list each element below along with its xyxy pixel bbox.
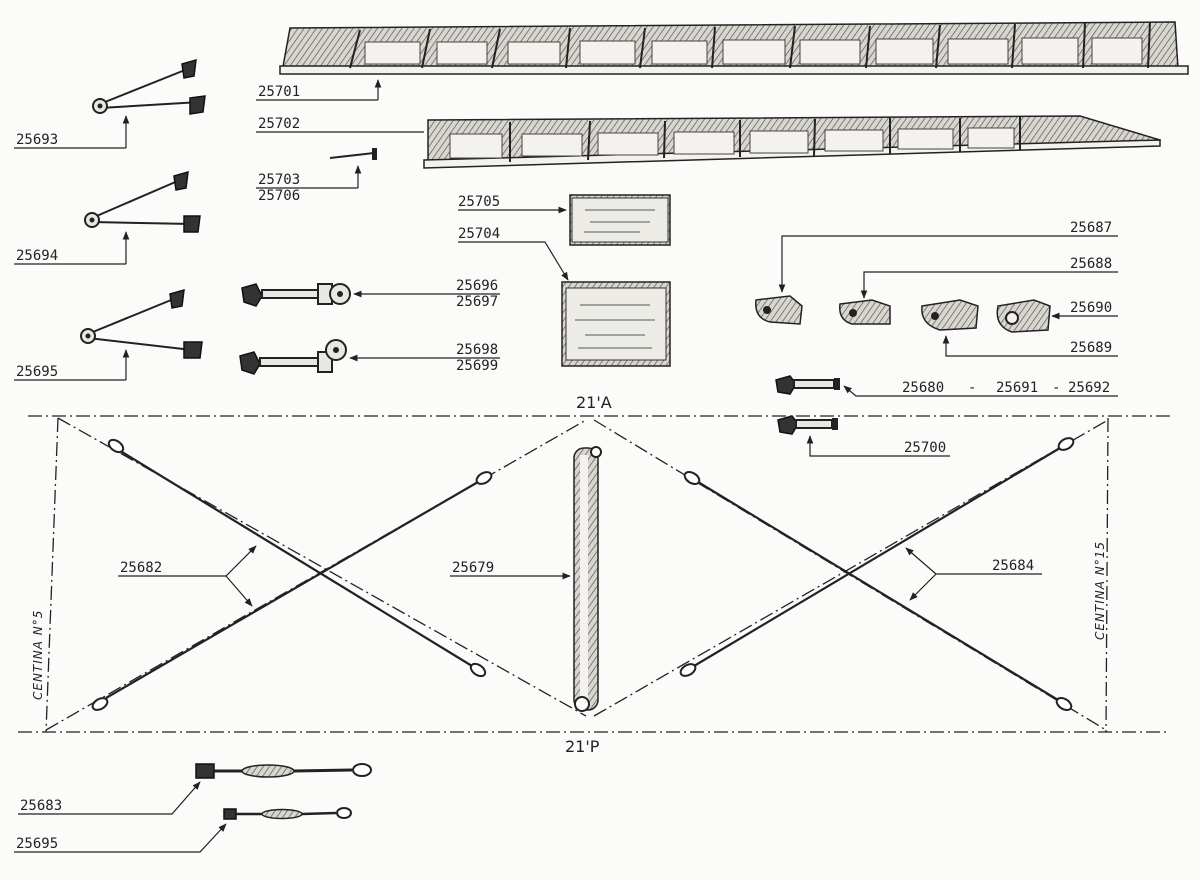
centina-label-right: CENTINA N°15	[1093, 541, 1107, 640]
label-25699: 25699	[456, 358, 498, 374]
bracket-25695	[80, 288, 203, 359]
clevis-25689	[921, 299, 979, 331]
label-25694: 25694	[16, 248, 58, 264]
label-25684: 25684	[992, 558, 1034, 574]
label-25692: 25692	[1068, 380, 1110, 396]
label-25690: 25690	[1070, 300, 1112, 316]
spar-25702	[423, 115, 1162, 169]
label-25697: 25697	[456, 294, 498, 310]
label-25695-turnbuckle: 25695	[16, 836, 58, 852]
label-25706: 25706	[258, 188, 300, 204]
turnbuckle-25695	[223, 807, 352, 820]
clevis-25690	[996, 299, 1051, 333]
label-25693: 25693	[16, 132, 58, 148]
plate-25705	[569, 194, 671, 246]
label-25698: 25698	[456, 342, 498, 358]
cross-wires-25684	[679, 437, 1075, 711]
label-25704: 25704	[458, 226, 500, 242]
bolt-25700	[777, 415, 838, 435]
bracket-25693	[92, 58, 206, 115]
label-25695-bracket: 25695	[16, 364, 58, 380]
label-25683: 25683	[20, 798, 62, 814]
clevis-25687	[755, 295, 803, 325]
fitting-25698	[239, 339, 347, 375]
label-25696: 25696	[456, 278, 498, 294]
bolt-25680	[775, 375, 840, 395]
centina-label-left: CENTINA N°5	[31, 610, 45, 700]
label-25701: 25701	[258, 84, 300, 100]
fitting-25696	[241, 283, 351, 307]
label-25680: 25680	[902, 380, 944, 396]
cross-wires-25682	[91, 438, 493, 711]
label-25702: 25702	[258, 116, 300, 132]
strut-25679	[573, 446, 602, 712]
station-label-top: 21'A	[576, 393, 612, 412]
label-25687: 25687	[1070, 220, 1112, 236]
plate-25704	[561, 281, 671, 367]
label-25703: 25703	[258, 172, 300, 188]
bracket-25694	[84, 170, 201, 233]
label-25689: 25689	[1070, 340, 1112, 356]
label-sep-2: -	[1052, 380, 1060, 396]
label-sep-1: -	[968, 380, 976, 396]
label-25679: 25679	[452, 560, 494, 576]
label-25691: 25691	[996, 380, 1038, 396]
station-label-bottom: 21'P	[565, 737, 600, 756]
label-25688: 25688	[1070, 256, 1112, 272]
spar-25701	[279, 21, 1189, 75]
screw-25703	[329, 148, 377, 160]
clevis-25688	[839, 299, 891, 325]
label-25682: 25682	[120, 560, 162, 576]
turnbuckle-25683	[195, 763, 372, 779]
label-25700: 25700	[904, 440, 946, 456]
label-25705: 25705	[458, 194, 500, 210]
